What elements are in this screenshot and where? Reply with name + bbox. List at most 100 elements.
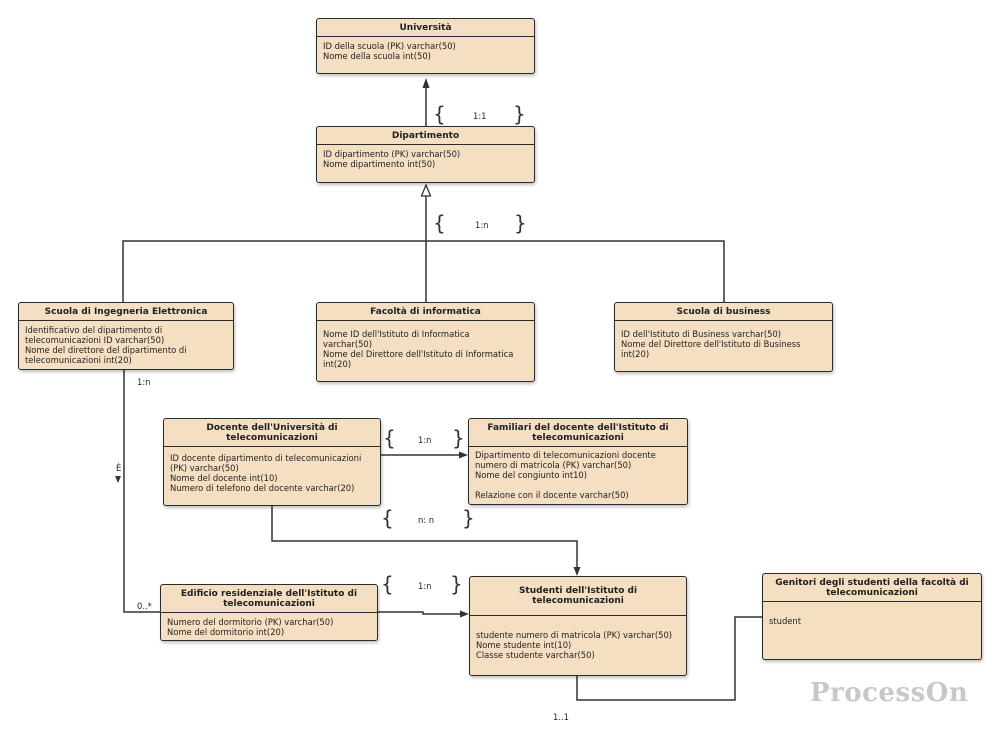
attr-row: int(20) [323,359,352,369]
brace-right: } [452,426,465,450]
entity-attrs: ID docente dipartimento di telecomunicaz… [164,447,380,495]
entity-attrs: Numero del dormitorio (PK) varchar(50) N… [161,613,377,639]
entity-genitori[interactable]: Genitori degli studenti della facoltà di… [762,573,982,660]
entity-attrs: Identificativo del dipartimento di telec… [19,321,233,367]
brace-left: { [381,506,394,530]
entity-attrs: studente numero di matricola (PK) varcha… [470,616,686,662]
label-ing-e: È [116,463,122,473]
entity-universita[interactable]: Università ID della scuola (PK) varchar(… [316,18,535,74]
attr-row: Nome della scuola int(50) [323,51,431,61]
entity-title: Scuola di Ingegneria Elettronica [19,303,233,321]
label-edi-stu: 1:n [418,581,432,591]
connector-ing-edificio [123,370,160,613]
entity-title: Genitori degli studenti della facoltà di… [763,574,981,602]
attr-row: Classe studente varchar(50) [476,650,595,660]
entity-ingegneria[interactable]: Scuola di Ingegneria Elettronica Identif… [18,302,234,370]
entity-dipartimento[interactable]: Dipartimento ID dipartimento (PK) varcha… [316,126,535,183]
attr-row: ID docente dipartimento di telecomunicaz… [170,453,362,463]
label-ing-end: 0..* [137,601,152,611]
brace-left: { [383,426,396,450]
brace-right: } [513,102,526,126]
arrowhead-ing-down [115,476,121,483]
attr-row: Relazione con il docente varchar(50) [475,490,629,500]
attr-row: Identificativo del dipartimento di [25,325,163,335]
entity-studenti[interactable]: Studenti dell'Istituto di telecomunicazi… [469,576,687,676]
attr-row: int(20) [621,349,650,359]
attr-row: Nome del congiunto int10) [475,470,588,480]
label-ing-mult: 1:n [137,377,151,387]
connector-doc-stu [271,506,578,570]
connector-gen-stu [576,616,762,701]
entity-title: Dipartimento [317,127,534,145]
entity-title: Docente dell'Università di telecomunicaz… [164,419,380,447]
entity-title-line: telecomunicazioni [223,599,315,609]
arrowhead-familiari [459,451,468,459]
entity-title-line: Docente dell'Università di [206,423,338,433]
label-doc-stu: n: n [418,515,435,525]
attr-row: numero di matricola (PK) varchar(50) [475,460,632,470]
entity-familiari[interactable]: Familiari del docente dell'Istituto di t… [468,418,688,505]
entity-title: Studenti dell'Istituto di telecomunicazi… [470,577,686,616]
attr-row: varchar(50) [323,339,373,349]
attr-row: ID dell'Istituto di Business varchar(50) [621,329,782,339]
entity-title-line: Edificio residenziale dell'Istituto di [180,589,358,599]
attr-row: Numero del dormitorio (PK) varchar(50) [167,617,334,627]
attr-row: Nome del dormitorio int(20) [167,627,285,637]
label-dip-schools: 1:n [475,220,489,230]
entity-title-line: telecomunicazioni [826,588,918,598]
attr-spacer [476,620,680,630]
arrowhead-studenti-left [460,610,469,618]
entity-title: Facoltà di informatica [317,303,534,321]
attr-spacer [769,606,975,616]
attr-row: Nome dipartimento int(50) [323,159,436,169]
attr-row: (PK) varchar(50) [170,463,239,473]
brace-right: } [450,572,463,596]
entity-attrs: ID dipartimento (PK) varchar(50) Nome di… [317,145,534,171]
attr-row: Nome ID dell'Istituto di Informatica [323,329,470,339]
entity-attrs: Nome ID dell'Istituto di Informatica var… [317,321,534,371]
brace-right: } [514,211,527,235]
brace-left: { [433,211,446,235]
entity-informatica[interactable]: Facoltà di informatica Nome ID dell'Isti… [316,302,535,382]
entity-edificio[interactable]: Edificio residenziale dell'Istituto di t… [160,584,378,641]
entity-attrs: student [763,602,981,628]
attr-row: ID della scuola (PK) varchar(50) [323,41,456,51]
attr-row: Nome del direttore del dipartimento di [25,345,187,355]
label-doc-fam: 1:n [418,435,432,445]
brace-left: { [433,102,446,126]
watermark-logo: ProcessOn [810,678,969,708]
attr-row: telecomunicazioni ID varchar(50) [25,335,165,345]
attr-row: Nome del Direttore dell'Istituto di Busi… [621,339,801,349]
arrowhead-dipartimento-hollow [420,183,432,197]
connector-dip-branches [122,240,725,302]
entity-title-line: telecomunicazioni [226,433,318,443]
attr-row: Nome del Direttore dell'Istituto di Info… [323,349,514,359]
entity-docente[interactable]: Docente dell'Università di telecomunicaz… [163,418,381,506]
brace-left: { [381,572,394,596]
attr-row: student [769,616,802,626]
entity-title: Scuola di business [615,303,832,321]
entity-attrs: ID dell'Istituto di Business varchar(50)… [615,321,832,361]
entity-attrs: ID della scuola (PK) varchar(50) Nome de… [317,37,534,63]
attr-row: Nome studente int(10) [476,640,572,650]
label-uni-dip: 1:1 [473,111,487,121]
entity-title: Università [317,19,534,37]
arrowhead-universita [422,78,430,88]
attr-row: ID dipartimento (PK) varchar(50) [323,149,461,159]
entity-business[interactable]: Scuola di business ID dell'Istituto di B… [614,302,833,372]
attr-spacer [475,480,681,490]
entity-title: Familiari del docente dell'Istituto di t… [469,419,687,447]
entity-title-line: Genitori degli studenti della facoltà di [775,578,969,588]
connector-edi-stu [378,611,463,615]
attr-row: Dipartimento di telecomunicazioni docent… [475,450,656,460]
attr-row: studente numero di matricola (PK) varcha… [476,630,673,640]
entity-title: Edificio residenziale dell'Istituto di t… [161,585,377,613]
attr-row: Nome del docente int(10) [170,473,278,483]
label-gen-stu: 1..1 [553,712,569,722]
attr-row: Numero di telefono del docente varchar(2… [170,483,355,493]
arrowhead-studenti-top [573,567,581,576]
entity-title-line: Familiari del docente dell'Istituto di [487,423,669,433]
entity-title-line: telecomunicazioni [532,433,624,443]
attr-row: telecomunicazioni int(20) [25,355,132,365]
